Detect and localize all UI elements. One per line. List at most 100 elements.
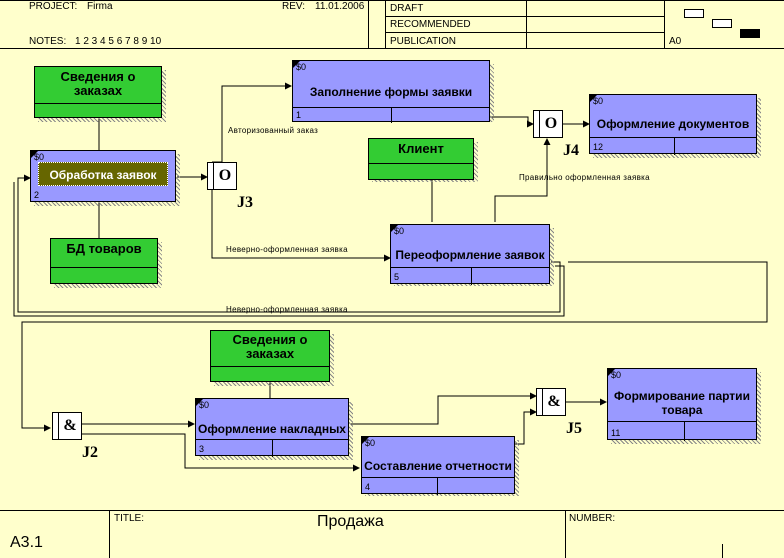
header-row-divider [385, 32, 664, 33]
arrow-label-incorrect-order[interactable]: Неверно-оформленная заявка [226, 305, 348, 314]
activity-cost: $0 [34, 152, 45, 162]
junction-j2[interactable]: & [52, 412, 82, 440]
activity-reporting[interactable]: $0 Составление отчетности 4 [361, 436, 515, 495]
activity-bottom-divider [471, 268, 472, 285]
data-store-product-db[interactable]: БД товаров [50, 238, 158, 284]
context-thumb-current [740, 29, 760, 38]
activity-bottom-divider [272, 440, 273, 457]
header-divider [368, 0, 369, 48]
footer-divider [722, 544, 723, 558]
data-store-divider [369, 163, 473, 164]
junction-j5[interactable]: & [536, 388, 566, 416]
activity-corner-mark [608, 369, 615, 376]
activity-bottom-divider [391, 108, 392, 123]
activity-form-product-batch[interactable]: $0 Формирование партии товара 11 [607, 368, 757, 441]
activity-number: 4 [365, 482, 371, 492]
notes-values: 1 2 3 4 5 6 7 8 9 10 [75, 36, 162, 47]
activity-cost: $0 [296, 62, 307, 72]
junction-label: J2 [82, 444, 98, 461]
activity-cost: $0 [394, 226, 405, 236]
activity-cost: $0 [365, 438, 376, 448]
activity-cost: $0 [611, 370, 622, 380]
number-label: NUMBER: [569, 513, 616, 524]
junction-symbol: & [58, 413, 81, 439]
activity-label: Оформление накладных [198, 422, 346, 436]
arrow-label-incorrect-order[interactable]: Неверно-оформленная заявка [226, 245, 348, 254]
activity-corner-mark [196, 399, 203, 406]
connector [514, 408, 537, 445]
status-draft: DRAFT [390, 3, 424, 14]
activity-bottom-bar [590, 137, 756, 155]
connector [494, 138, 551, 222]
activity-number: 5 [394, 272, 400, 282]
activity-label: Переоформление заявок [395, 248, 545, 262]
activity-bottom-bar [391, 267, 549, 285]
status-recommended: RECOMMENDED [390, 19, 471, 30]
data-store-order-info-2[interactable]: Сведения о заказах [210, 330, 330, 382]
title-value: Продажа [317, 513, 384, 530]
activity-reprocess-orders[interactable]: $0 Переоформление заявок 5 [390, 224, 550, 285]
activity-label: Обработка заявок [49, 168, 157, 182]
activity-number: 1 [296, 110, 302, 120]
footer-top-border [0, 510, 784, 511]
data-store-order-info[interactable]: Сведения о заказах [34, 66, 162, 118]
data-store-client[interactable]: Клиент [368, 138, 474, 180]
activity-bottom-divider [437, 478, 438, 495]
notes-label: NOTES: [29, 36, 67, 47]
junction-j4[interactable]: O [533, 110, 563, 138]
junction-j3[interactable]: O [207, 162, 237, 190]
activity-bottom-bar [362, 477, 514, 495]
activity-corner-mark [293, 61, 300, 68]
header-bottom-border [0, 48, 784, 49]
activity-number: 3 [199, 444, 205, 454]
data-store-label: БД товаров [66, 241, 142, 256]
header-divider [526, 0, 527, 48]
activity-bottom-divider [684, 422, 685, 441]
data-store-divider [35, 103, 161, 104]
header-row-divider [385, 16, 664, 17]
junction-label: J3 [237, 194, 253, 211]
data-store-divider [51, 267, 157, 268]
activity-corner-mark [391, 225, 398, 232]
activity-cost: $0 [593, 96, 604, 106]
connector [211, 190, 391, 262]
connector [490, 116, 534, 128]
activity-order-processing[interactable]: $0 Обработка заявок 2 [30, 150, 176, 202]
connector [351, 392, 537, 425]
footer-divider [109, 510, 110, 558]
context-label: A0 [669, 36, 682, 47]
junction-label: J5 [566, 420, 582, 437]
activity-number: 12 [593, 142, 604, 152]
arrow-label-correct-order[interactable]: Правильно оформленная заявка [519, 173, 650, 182]
project-label: PROJECT: [29, 1, 78, 12]
arrow-label-authorized-order[interactable]: Авторизованный заказ [228, 126, 319, 135]
title-label: TITLE: [114, 513, 145, 524]
connector [13, 182, 565, 317]
junction-symbol: & [542, 389, 565, 415]
header-top-border [0, 0, 784, 1]
header-divider [385, 0, 386, 48]
activity-corner-mark [31, 151, 38, 158]
activity-number: 2 [34, 190, 40, 200]
activity-document-processing[interactable]: $0 Оформление документов 12 [589, 94, 757, 155]
activity-label: Оформление документов [596, 117, 750, 131]
activity-fill-order-form[interactable]: $0 Заполнение формы заявки 1 [292, 60, 490, 123]
connector [212, 82, 292, 163]
rev-value: 11.01.2006 [315, 1, 365, 12]
activity-selection-highlight [38, 162, 168, 186]
activity-corner-mark [590, 95, 597, 102]
activity-bottom-bar [293, 107, 489, 123]
junction-label: J4 [563, 142, 579, 159]
data-store-divider [211, 366, 329, 367]
data-store-label: Сведения о заказах [60, 69, 136, 98]
activity-invoice-processing[interactable]: $0 Оформление накладных 3 [195, 398, 349, 457]
activity-number: 11 [611, 428, 621, 438]
connector [17, 174, 561, 313]
activity-bottom-bar [196, 439, 348, 457]
activity-label: Составление отчетности [364, 459, 512, 473]
node-value: A3.1 [10, 534, 43, 551]
activity-cost: $0 [199, 400, 210, 410]
junction-symbol: O [213, 163, 236, 189]
